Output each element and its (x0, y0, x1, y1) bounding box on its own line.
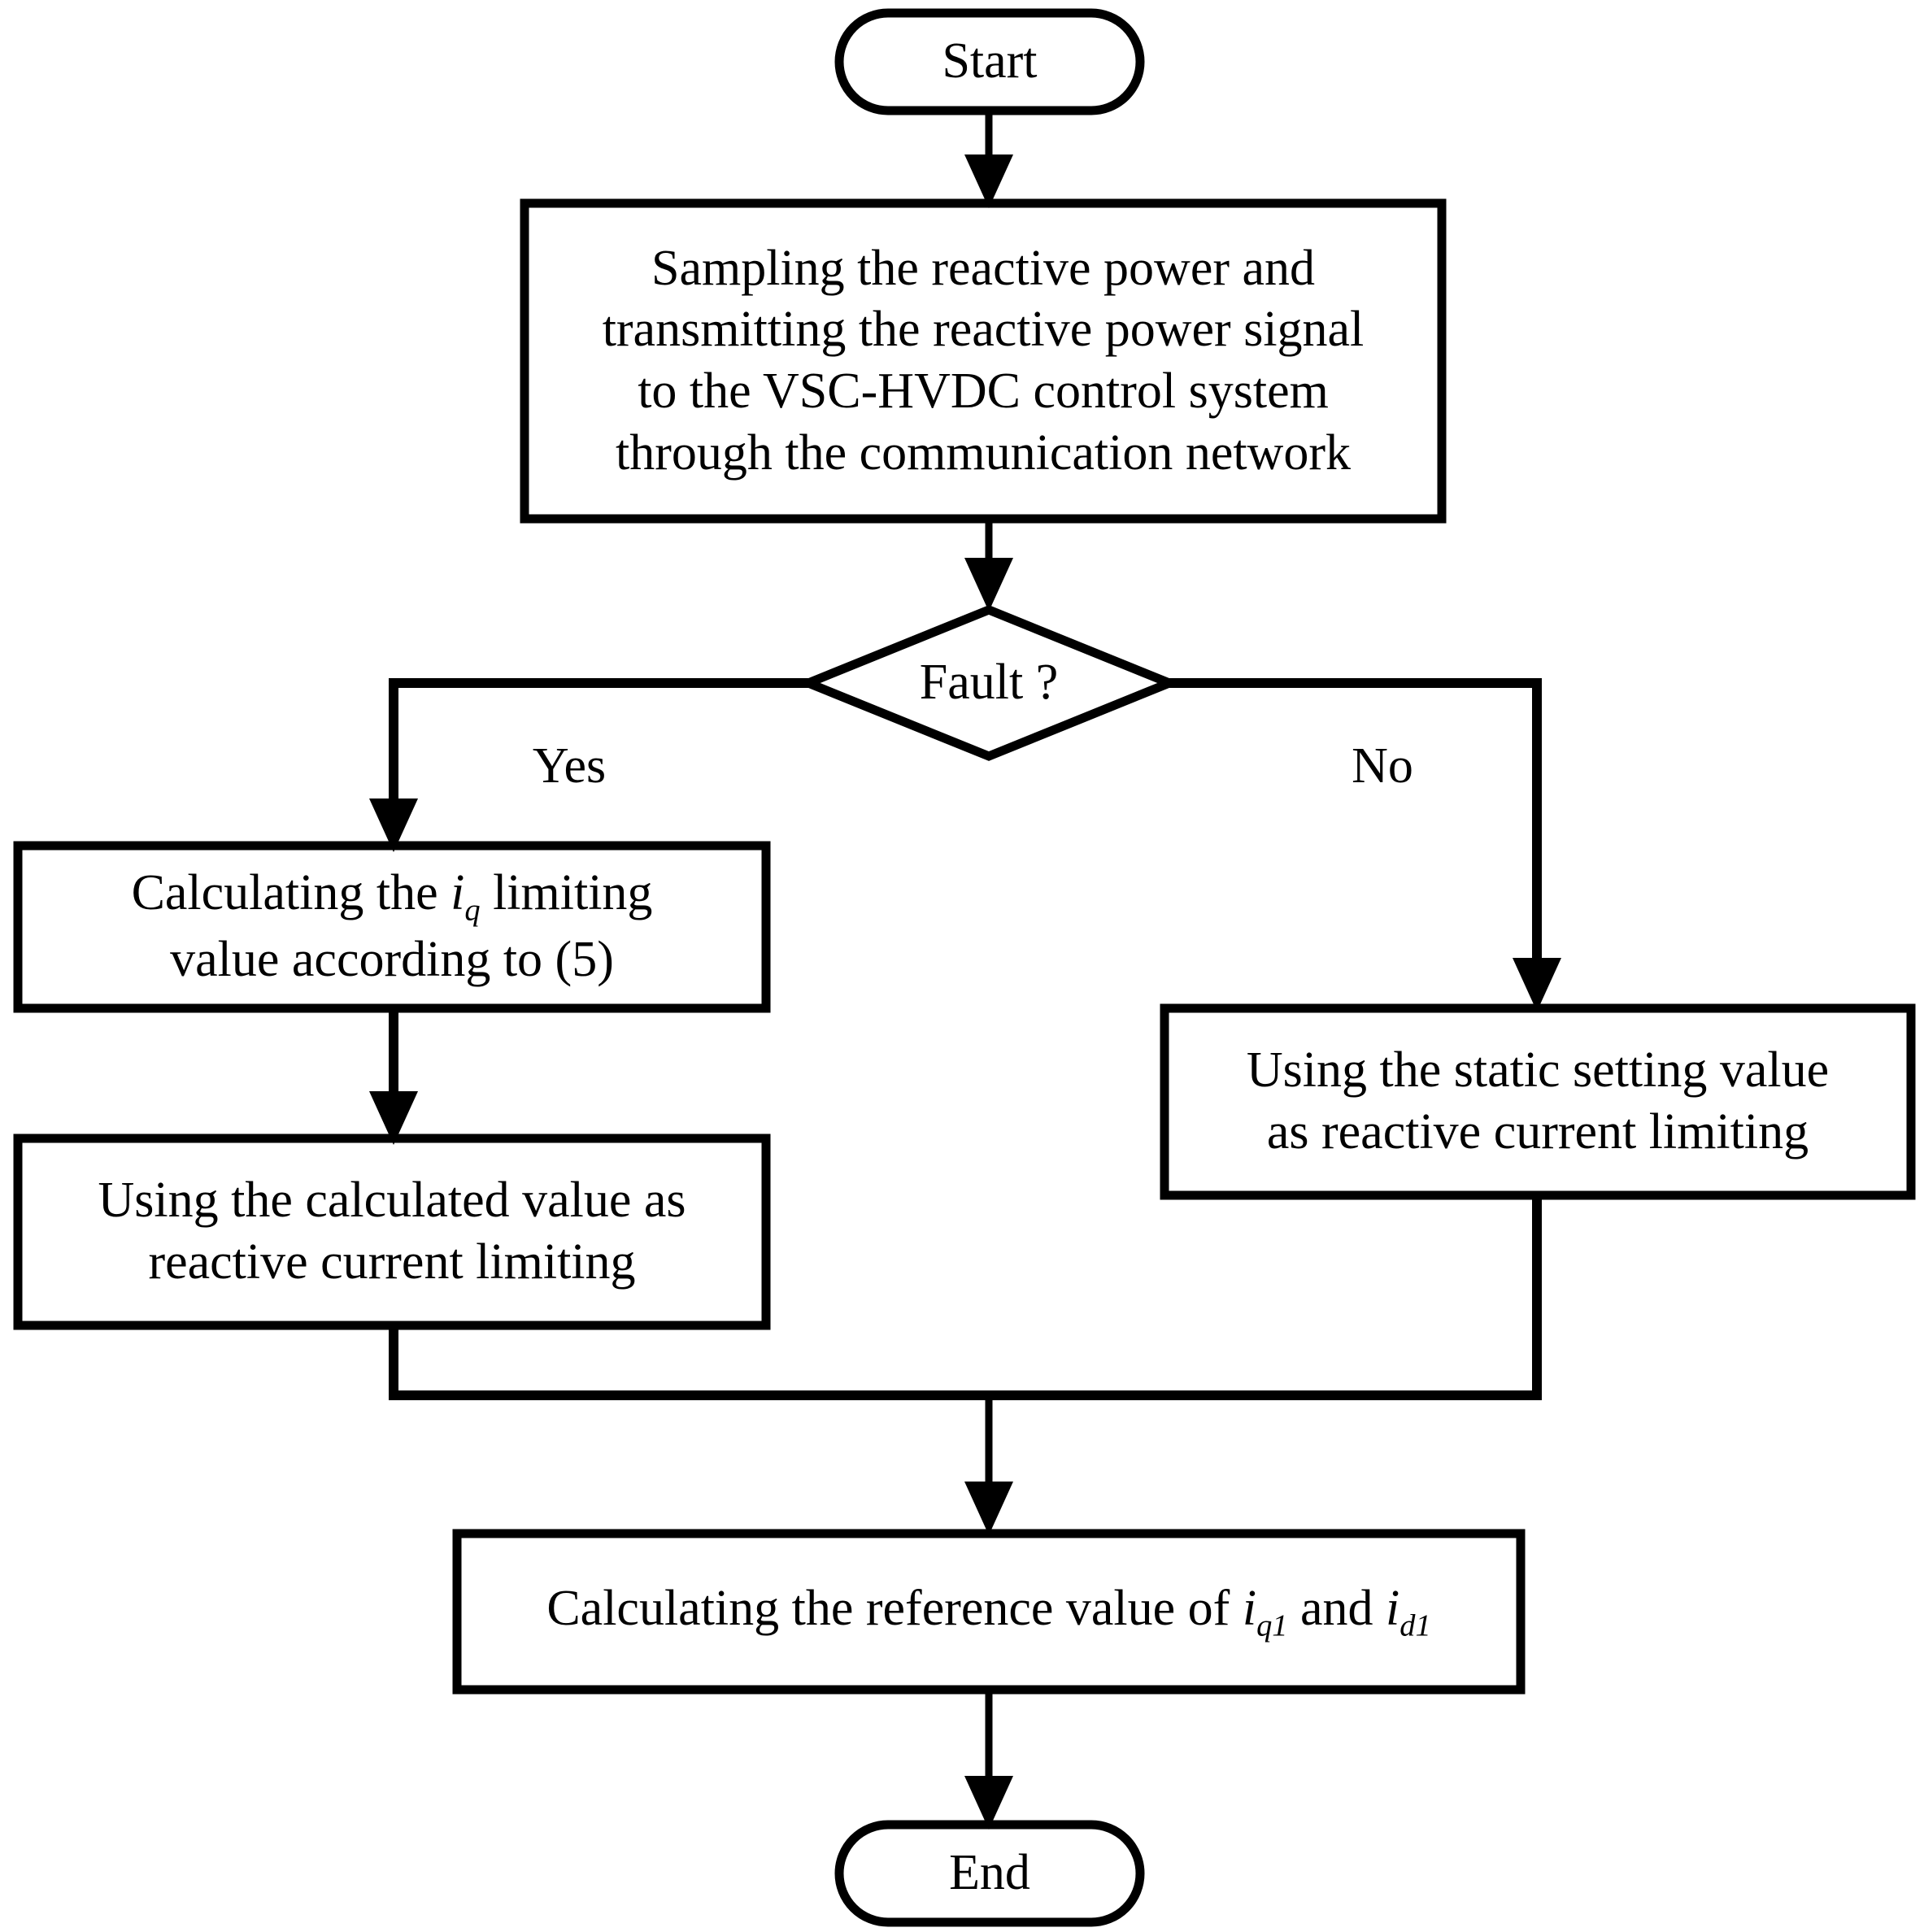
node-use-static-label: Using the static setting value as reacti… (1173, 1008, 1903, 1195)
node-decision-label: Fault ? (859, 634, 1119, 732)
calc-iq-var-i: i (451, 865, 465, 921)
calc-ref-sub-d1: d1 (1399, 1608, 1431, 1643)
sampling-text: Sampling the reactive power and transmit… (602, 240, 1365, 481)
node-sampling-shape[interactable] (520, 198, 1447, 524)
use-calculated-text: Using the calculated value as reactive c… (98, 1173, 686, 1290)
arrowhead-calc-reference-to-end (964, 1776, 1013, 1830)
calc-ref-mid: and (1287, 1580, 1386, 1636)
end-text: End (949, 1845, 1030, 1901)
calc-ref-var-iq: i (1242, 1580, 1257, 1636)
calc-reference-text: Calculating the reference value of iq1 a… (465, 1578, 1513, 1645)
node-end-label: End (839, 1825, 1140, 1922)
no-text: No (1352, 738, 1413, 794)
calc-ref-pre: Calculating the reference value of (546, 1580, 1243, 1636)
arrowhead-merge-to-calc-reference (964, 1482, 1013, 1535)
node-use-calculated-label: Using the calculated value as reactive c… (26, 1138, 758, 1325)
node-sampling-label: Sampling the reactive power and transmit… (533, 203, 1434, 519)
calc-ref-var-id: i (1386, 1580, 1400, 1636)
node-decision-shape[interactable] (796, 605, 1182, 761)
start-text: Start (942, 33, 1038, 89)
arrowhead-calc-iq-to-use-calculated (369, 1091, 418, 1145)
decision-text: Fault ? (919, 655, 1059, 711)
arrowhead-start-to-sampling (964, 154, 1013, 208)
node-calc-reference-label: Calculating the reference value of iq1 a… (465, 1534, 1513, 1690)
calc-iq-text: Calculating the iq limiting value accordi… (26, 863, 758, 991)
calc-iq-line1-pre: Calculating the (131, 865, 451, 921)
yes-text: Yes (532, 738, 607, 794)
arrowhead-sampling-to-decision (964, 558, 1013, 611)
calc-iq-sub-q: q (464, 893, 481, 928)
calc-ref-sub-q1: q1 (1256, 1608, 1288, 1643)
node-start-label: Start (839, 13, 1140, 111)
branch-label-yes: Yes (455, 730, 683, 803)
use-static-text: Using the static setting value as reacti… (1246, 1042, 1830, 1160)
node-calc-iq-label: Calculating the iq limiting value accordi… (26, 846, 758, 1008)
arrowhead-no-to-use-static (1513, 958, 1561, 1012)
arrowhead-yes-to-calc-iq (369, 798, 418, 852)
branch-label-no: No (1269, 730, 1496, 803)
node-calc-reference-shape[interactable] (452, 1529, 1526, 1695)
calc-iq-line1-post: limiting (480, 865, 653, 921)
calc-iq-line2: value according to (5) (170, 932, 614, 988)
